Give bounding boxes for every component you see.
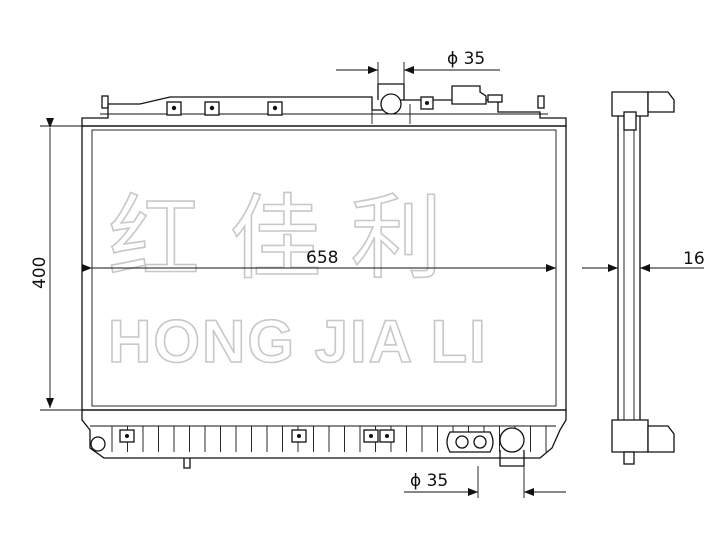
bottom-tank <box>81 409 567 469</box>
watermark-chinese: 红 佳 利 <box>108 185 443 292</box>
inlet-diameter-value: ϕ 35 <box>447 49 485 69</box>
height-dimension: 400 <box>30 118 84 411</box>
watermark-latin: HONG JIA LI <box>108 308 488 375</box>
top-tank <box>81 83 567 127</box>
width-value: 658 <box>306 248 338 268</box>
thickness-value: 16 <box>683 249 705 269</box>
width-dimension: 658 <box>82 248 556 272</box>
height-value: 400 <box>30 257 50 289</box>
inlet-diameter-dimension: ϕ 35 <box>336 49 500 84</box>
thickness-dimension: 16 <box>582 249 705 272</box>
outlet-diameter-dimension: ϕ 35 <box>404 466 566 498</box>
side-view <box>611 91 675 465</box>
outlet-diameter-value: ϕ 35 <box>410 471 448 491</box>
